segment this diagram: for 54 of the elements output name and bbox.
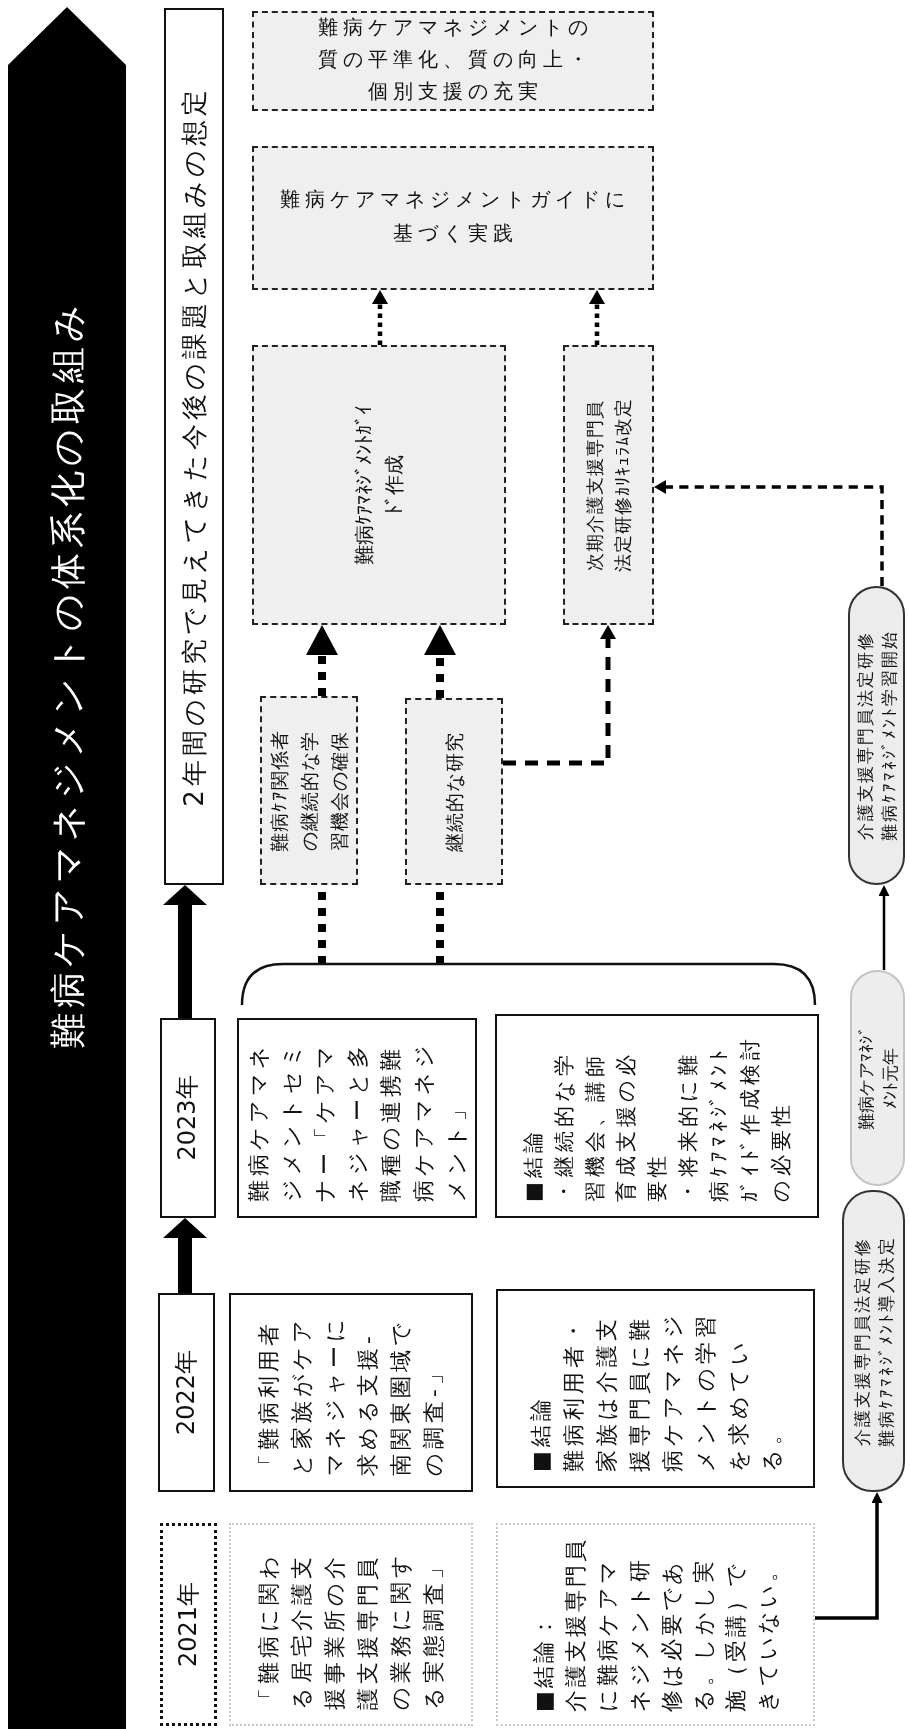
- milestone-text: 介護支援専門員法定研修難病ｹｱﾏﾈｼﾞﾒﾝﾄ導入決定: [850, 1234, 897, 1449]
- study-title: 「難病利用者と家族がケアマネジャーに求める支援-南関東圏域での調査-」: [255, 1314, 447, 1476]
- task-text: 難病ｹｱ関係者の継続的な学習機会の確保: [267, 728, 351, 854]
- task-box: [260, 696, 358, 885]
- conclusion-text: 難病利用者・家族は介護支援専門員に難病ケアマネジメントの学習を求めている。: [559, 1310, 785, 1472]
- milestone-pill: [848, 586, 905, 885]
- text-box: [495, 1014, 819, 1218]
- text-box: [237, 1018, 477, 1218]
- milestone-pill: [842, 1190, 905, 1492]
- block-arrow: [163, 885, 207, 1018]
- conclusion-text: 介護支援専門員に難病ケアマネジメント研修は必要である。しかし実施（受講）できていない。: [561, 1537, 781, 1712]
- arrow: [424, 625, 456, 698]
- year-label: 2023年: [172, 1074, 203, 1163]
- task-text: 次期介護支援専門員法定研修ｶﾘｷｭﾗﾑ改定: [582, 397, 634, 573]
- task-text: 継続的な研究: [441, 730, 466, 854]
- text-box: [229, 1293, 473, 1492]
- conclusion-text: ・継続的な学習機会、講師育成支援の必要性: [550, 1050, 670, 1202]
- heading: ■結論: [519, 1127, 546, 1202]
- study-title: 難病ケアマネジメントセミナー「ケアマネジャーと多職種の連携難病ケアマネジメント」: [244, 1039, 470, 1202]
- note-box: [229, 1523, 473, 1726]
- year-box: [160, 1523, 217, 1726]
- task-box: [563, 345, 654, 625]
- task-box: [252, 146, 654, 290]
- task-text: 難病ケアマネジメントの質の平準化、質の向上・個別支援の充実: [316, 14, 594, 105]
- arrow: [654, 480, 884, 586]
- arrow: [815, 1492, 883, 1620]
- text-box: [164, 8, 224, 885]
- heading: ■結論：: [529, 1612, 557, 1712]
- milestone-text: 難病ケアﾏﾈｼﾞﾒﾝﾄ元年: [854, 1025, 901, 1132]
- year-label: 2022年: [170, 1348, 201, 1438]
- task-box: [252, 345, 506, 625]
- bracket: [242, 964, 815, 1005]
- text-box: [160, 1018, 216, 1218]
- year-label: 2021年: [172, 1580, 203, 1670]
- milestone-pill: [850, 970, 905, 1186]
- block-arrow: [163, 1218, 207, 1293]
- study-title: 「難病に関わる居宅介護支援事業所の介護支援専門員の業務に関する実態調査」: [255, 1550, 447, 1710]
- text-box: [496, 1289, 815, 1488]
- heading: ■結論: [526, 1394, 554, 1472]
- arrow: [589, 290, 605, 345]
- task-box: [252, 11, 654, 111]
- arrow: [306, 625, 338, 696]
- arrow: [878, 885, 890, 970]
- task-text: 難病ｹｱﾏﾈｼﾞﾒﾝﾄｶﾞｲﾄﾞ作成: [351, 404, 407, 567]
- arrow: [503, 625, 616, 766]
- task-text: 難病ケアマネジメントガイドに基づく実践: [279, 186, 631, 247]
- arrow: [372, 290, 388, 345]
- text-box: [158, 1293, 215, 1492]
- conclusion-text: ・将来的に難病ｹｱﾏﾈｼﾞﾒﾝﾄｶﾞｲﾄﾞ作成検討の必要性: [674, 1034, 794, 1202]
- header-text: 2年間の研究で見えてきた今後の課題と取組みの想定: [177, 85, 210, 809]
- task-box: [405, 698, 503, 885]
- milestone-text: 介護支援専門員法定研修難病ｹｱﾏﾈｼﾞﾒﾝﾄ学習開始: [853, 629, 900, 843]
- note-box: [496, 1523, 815, 1726]
- title: 難病ケアマネジメントの体系化の取組み: [46, 300, 89, 1049]
